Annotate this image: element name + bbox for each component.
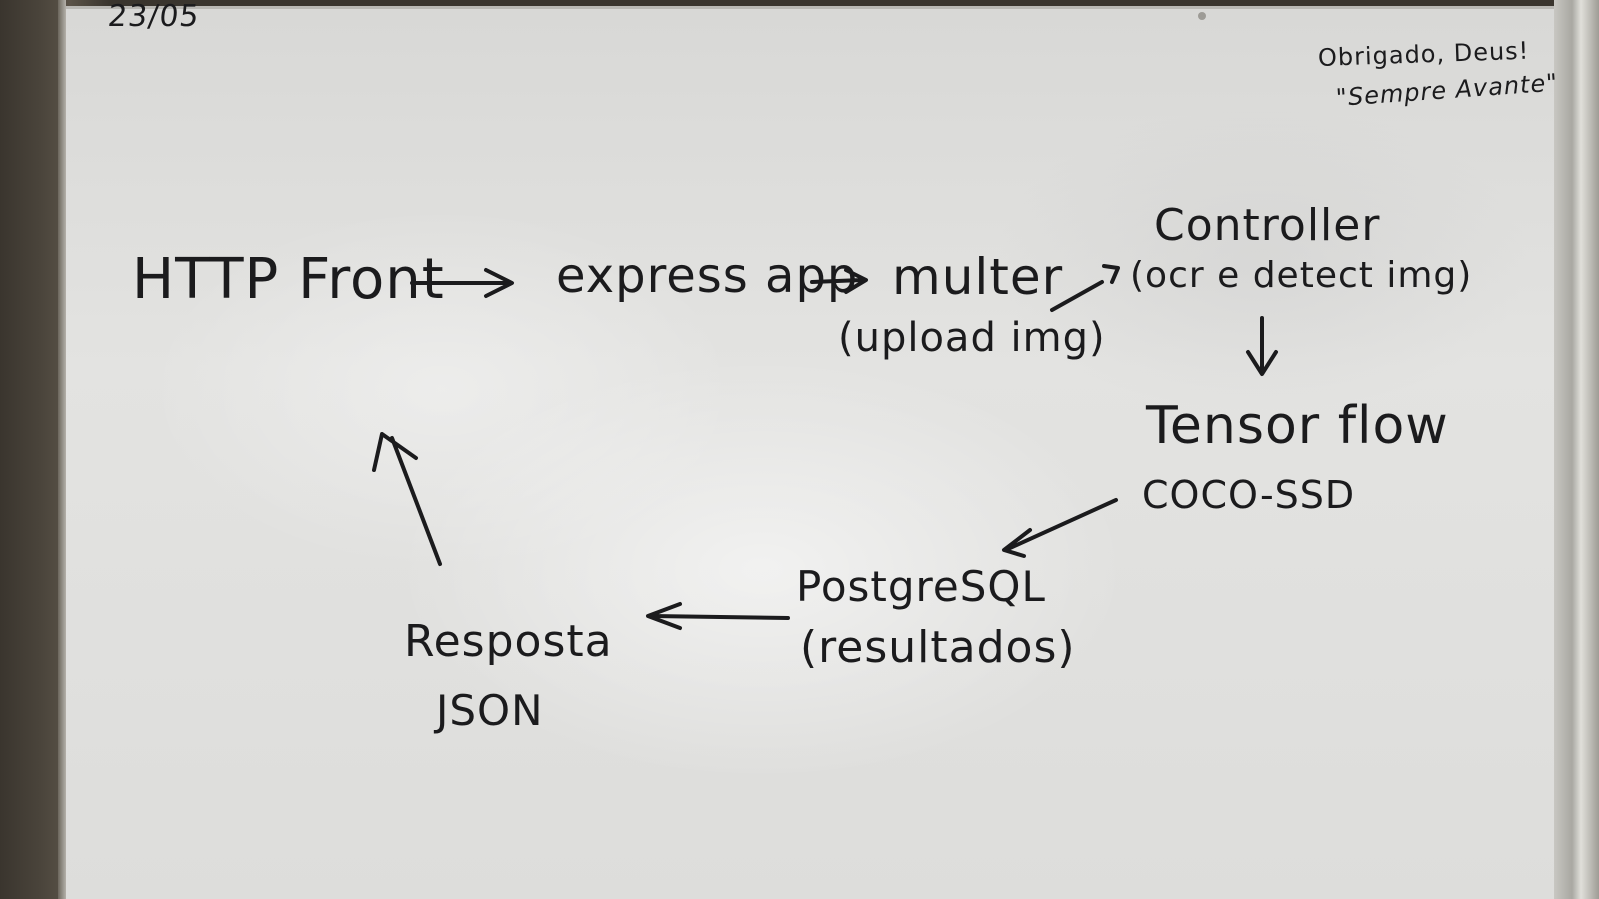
arrow-http-to-express bbox=[410, 268, 514, 298]
node-postgresql: PostgreSQL bbox=[796, 562, 1046, 611]
arrow-postgresql-to-resposta bbox=[646, 602, 790, 630]
node-tensorflow: Tensor flow bbox=[1146, 396, 1449, 456]
whiteboard-frame-left bbox=[58, 0, 66, 899]
node-http-front: HTTP Front bbox=[132, 247, 445, 312]
arrow-controller-to-tensorflow bbox=[1246, 316, 1278, 376]
node-resposta-subtitle: JSON bbox=[436, 686, 544, 735]
arrow-multer-to-controller bbox=[1050, 264, 1120, 312]
arrow-tensorflow-to-postgresql bbox=[1002, 498, 1118, 558]
whiteboard-frame-right bbox=[1554, 0, 1599, 899]
node-express-app: express app bbox=[556, 248, 859, 304]
node-postgresql-subtitle: (resultados) bbox=[800, 622, 1076, 673]
frame-screw bbox=[1198, 12, 1206, 20]
node-tensorflow-subtitle: COCO-SSD bbox=[1142, 473, 1356, 517]
arrow-express-to-multer bbox=[810, 268, 868, 294]
node-resposta: Resposta bbox=[404, 616, 613, 667]
node-controller: Controller bbox=[1154, 200, 1381, 251]
node-multer-subtitle: (upload img) bbox=[838, 315, 1106, 361]
node-multer: multer bbox=[892, 248, 1064, 306]
whiteboard-surface bbox=[62, 6, 1572, 899]
node-controller-subtitle: (ocr e detect img) bbox=[1130, 255, 1473, 296]
arrow-resposta-to-http bbox=[372, 432, 442, 566]
